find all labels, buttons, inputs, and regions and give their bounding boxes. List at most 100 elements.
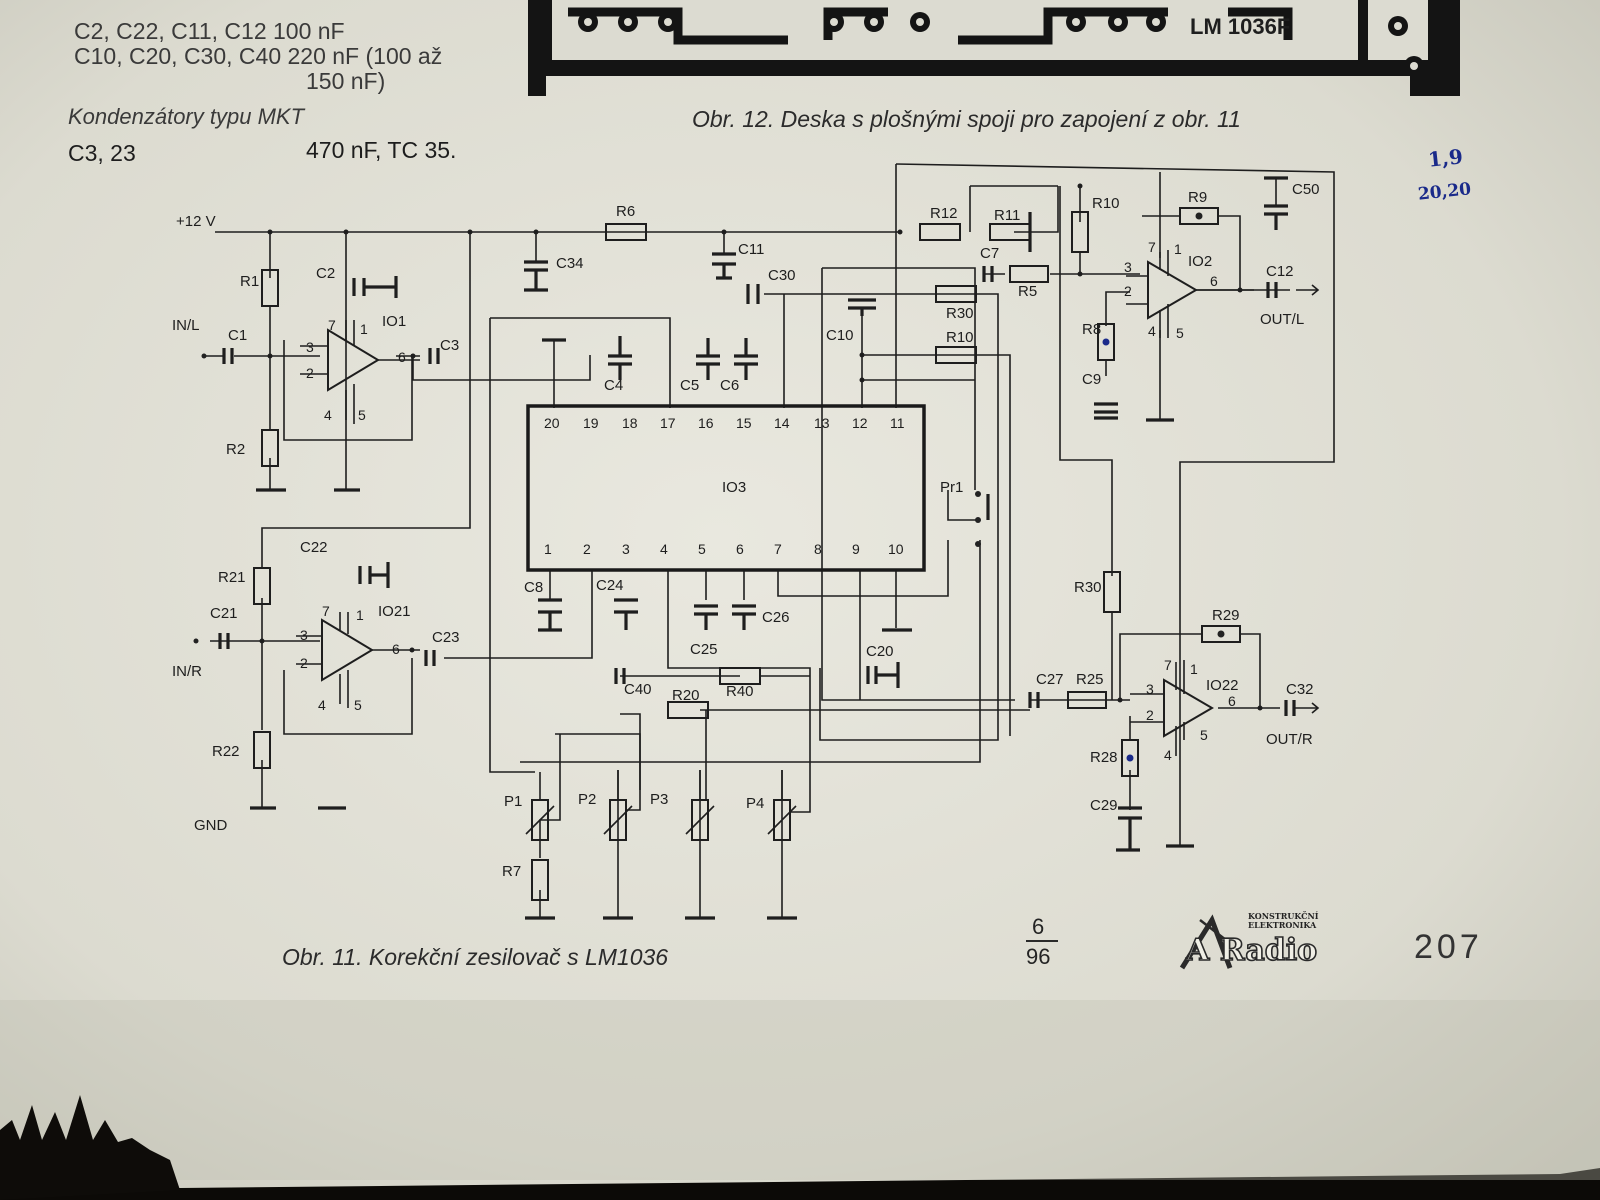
svg-text:4: 4 [318, 697, 326, 713]
ic3-top-pin: 11 [890, 415, 905, 431]
label-r20: R20 [672, 687, 700, 704]
ic3-top-pin: 16 [698, 415, 714, 431]
ic3-pin-numbers-top: 20 19 18 17 16 15 14 13 12 11 [544, 415, 905, 431]
label-in-r: IN/R [172, 663, 202, 680]
label-r10-mid: R10 [946, 329, 974, 346]
label-p3: P3 [650, 791, 668, 808]
svg-text:4: 4 [324, 407, 332, 423]
label-r11: R11 [994, 207, 1020, 224]
label-r30-mid: R30 [946, 305, 974, 322]
label-c2: C2 [316, 265, 335, 282]
ic3-bottom-pin: 5 [698, 541, 706, 557]
label-ic3: IO3 [722, 479, 746, 496]
logo: KONSTRUKČNÍ ELEKTRONIKA A Radio [1178, 910, 1358, 972]
label-r5: R5 [1018, 283, 1037, 300]
ic3-top-pin: 17 [660, 415, 676, 431]
pot-labels: P1 P2 P3 P4 [504, 791, 764, 812]
label-r10-top: R10 [1092, 195, 1120, 212]
parts-line-3: 150 nF) [306, 68, 386, 94]
logo-mark [1179, 914, 1233, 970]
label-out-r: OUT/R [1266, 731, 1313, 748]
ic3-top-pin: 18 [622, 415, 638, 431]
label-r12: R12 [930, 205, 958, 222]
ic3-top-pin: 13 [814, 415, 830, 431]
svg-text:3: 3 [300, 627, 308, 643]
figure-caption: Obr. 11. Korekční zesilovač s LM1036 [282, 944, 669, 970]
label-p2: P2 [578, 791, 596, 808]
label-r9: R9 [1188, 189, 1207, 206]
svg-text:7: 7 [322, 603, 330, 619]
pcb-board-figure: LM 1036F [528, 0, 1460, 96]
label-p1: P1 [504, 793, 522, 810]
svg-text:2: 2 [1146, 707, 1154, 723]
svg-text:6: 6 [1210, 273, 1218, 289]
svg-text:3: 3 [1124, 259, 1132, 275]
torn-edge [0, 1095, 180, 1200]
switch-pr1 [975, 491, 990, 547]
issue-fraction-bar [1026, 940, 1058, 942]
label-c11: C11 [738, 241, 764, 258]
svg-text:5: 5 [354, 697, 362, 713]
label-c29: C29 [1090, 797, 1118, 814]
label-c23: C23 [432, 629, 460, 646]
ic3-top-pin: 14 [774, 415, 790, 431]
label-r25: R25 [1076, 671, 1104, 688]
label-c4: C4 [604, 377, 623, 394]
ic3-body [526, 404, 926, 572]
label-c6: C6 [720, 377, 739, 394]
resistor-labels: R1 R2 R21 R22 R6 R12 R11 R10 R9 R5 R8 R3… [212, 189, 1240, 880]
label-r40: R40 [726, 683, 754, 700]
svg-text:2: 2 [300, 655, 308, 671]
label-r8: R8 [1082, 321, 1101, 338]
label-ic21: IO21 [378, 603, 411, 620]
label-r1: R1 [240, 273, 259, 290]
parts-note: Kondenzátory typu MKT [68, 104, 305, 129]
svg-text:6: 6 [1228, 693, 1236, 709]
label-c25: C25 [690, 641, 718, 658]
label-c7: C7 [980, 245, 999, 262]
capacitors [218, 176, 1296, 850]
ic3-bottom-pin: 3 [622, 541, 630, 557]
svg-text:7: 7 [328, 317, 336, 333]
label-out-l: OUT/L [1260, 311, 1304, 328]
ic3-bottom-pin: 10 [888, 541, 904, 557]
ground-symbols [250, 416, 1194, 920]
label-switch: Pr1 [940, 479, 963, 496]
svg-text:2: 2 [306, 365, 314, 381]
label-ic2: IO2 [1188, 253, 1212, 270]
pcb-chip-label: LM 1036F [1190, 14, 1290, 39]
svg-text:4: 4 [1164, 747, 1172, 763]
ic3-top-pin: 12 [852, 415, 868, 431]
svg-text:5: 5 [1200, 727, 1208, 743]
ic3-top-pin: 20 [544, 415, 560, 431]
label-c10: C10 [826, 327, 854, 344]
parts-line-1: C2, C22, C11, C12 100 nF [74, 18, 345, 44]
label-c24: C24 [596, 577, 624, 594]
resistors [253, 207, 1241, 901]
ic3-bottom-pin: 8 [814, 541, 822, 557]
label-c8: C8 [524, 579, 543, 596]
ic3-pin-numbers-bottom: 1 2 3 4 5 6 7 8 9 10 [544, 541, 904, 557]
ic3-bottom-pin: 4 [660, 541, 668, 557]
label-c22: C22 [300, 539, 328, 556]
junction-dots [259, 183, 1263, 711]
label-c9: C9 [1082, 371, 1101, 388]
label-r28: R28 [1090, 749, 1118, 766]
pcb-caption: Obr. 12. Deska s plošnými spoji pro zapo… [692, 106, 1241, 132]
label-r6: R6 [616, 203, 635, 220]
svg-text:5: 5 [1176, 325, 1184, 341]
svg-text:2: 2 [1124, 283, 1132, 299]
label-c3: C3 [440, 337, 459, 354]
ic3-bottom-pin: 2 [583, 541, 591, 557]
parts-row-value: 470 nF, TC 35. [306, 137, 457, 163]
label-supply: +12 V [176, 213, 216, 230]
label-c1: C1 [228, 327, 247, 344]
label-c50: C50 [1292, 181, 1320, 198]
ic3-bottom-pin: 9 [852, 541, 860, 557]
issue-top: 6 [1032, 914, 1045, 939]
label-c27: C27 [1036, 671, 1064, 688]
label-p4: P4 [746, 795, 764, 812]
logo-main-text: A Radio [1185, 933, 1318, 968]
